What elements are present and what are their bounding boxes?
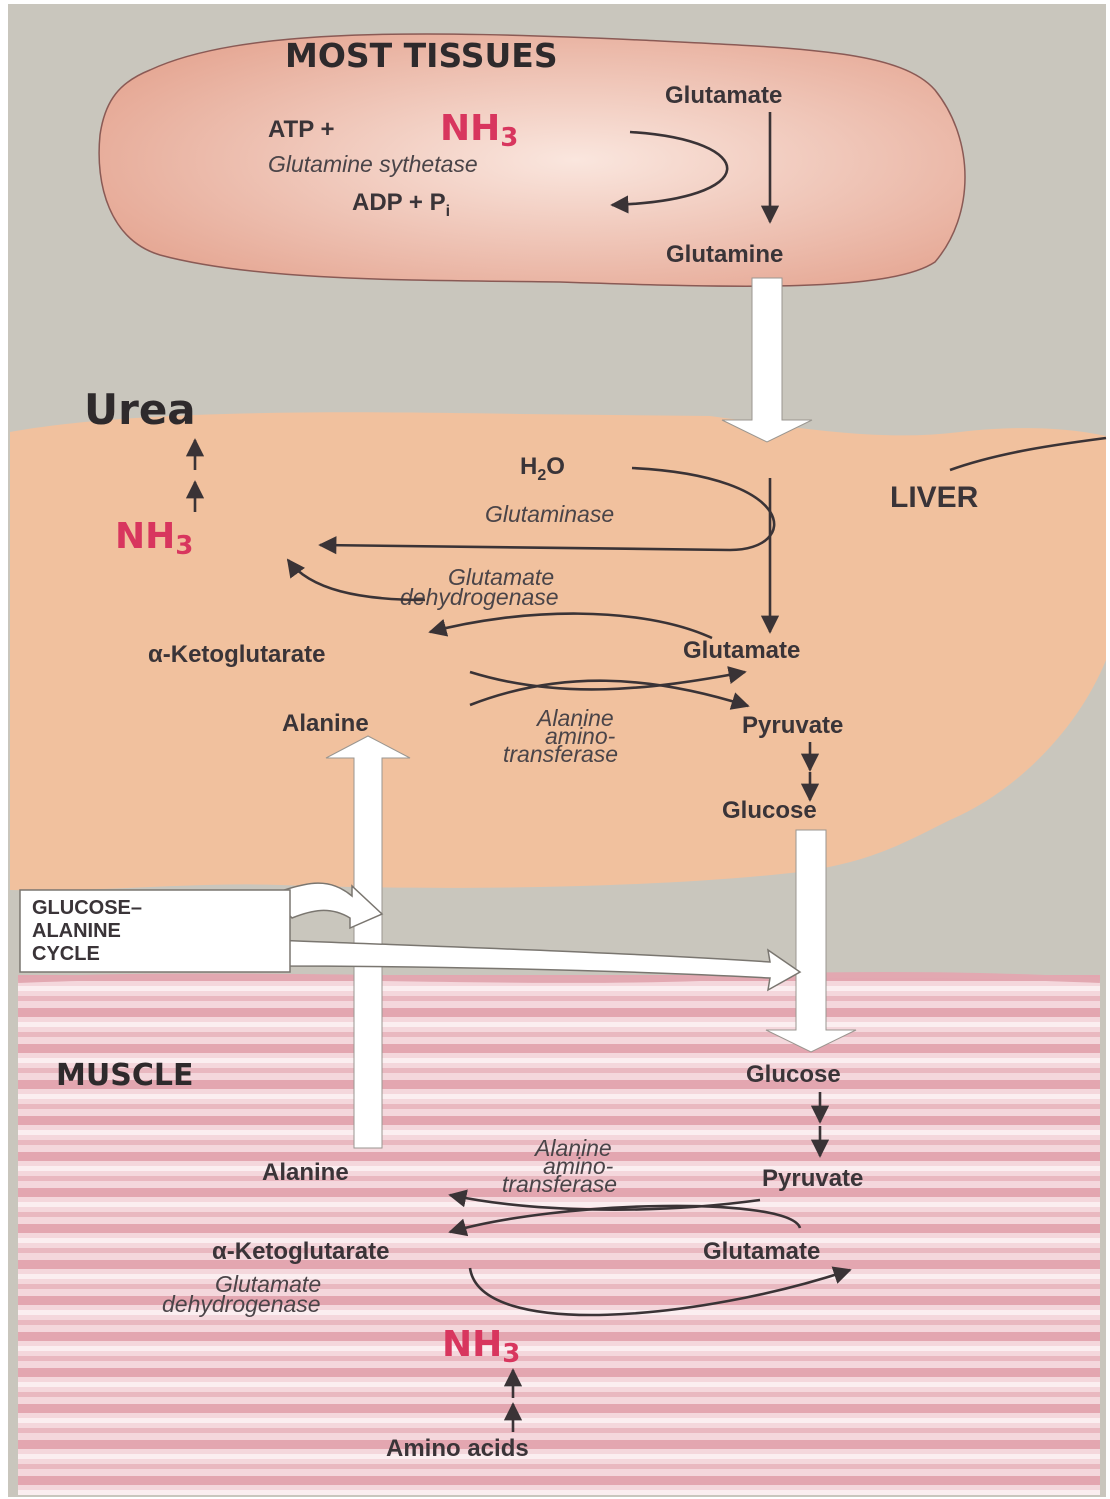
tissue-adp-pi: ADP + Pi [352,189,450,220]
muscle-alanine: Alanine [262,1159,349,1186]
glutamine-synthetase-enzyme: Glutamine sythetase [268,151,478,177]
cycle-label-line3: CYCLE [32,943,100,965]
liver-nh3-sub: 3 [175,531,193,561]
muscle-glutamate: Glutamate [703,1238,820,1265]
muscle-label: MUSCLE [56,1058,193,1093]
muscle-gdh-line2: dehydrogenase [162,1291,321,1317]
glutaminase-enzyme: Glutaminase [485,501,614,527]
liver-pyruvate: Pyruvate [742,712,843,739]
liver-nh3-main: NH [115,516,175,557]
h2o-o: O [546,453,565,480]
liver-glucose: Glucose [722,797,817,824]
tissue-pi-sub: i [446,203,450,220]
most-tissues-title: MOST TISSUES [285,36,558,75]
muscle-nh3-sub: 3 [502,1339,520,1369]
tissue-nh3-main: NH [440,108,500,149]
muscle-pyruvate: Pyruvate [762,1165,863,1192]
tissue-glutamine: Glutamine [666,241,783,268]
liver-gdh-line2: dehydrogenase [400,584,559,610]
urea-label: Urea [84,385,196,434]
liver-glutamate: Glutamate [683,637,800,664]
muscle-nh3-main: NH [442,1324,502,1365]
tissue-nh3-sub: 3 [500,123,518,153]
liver-alanine: Alanine [282,710,369,737]
h2o-h: H [520,453,537,480]
liver-alt-line3: transferase [503,741,618,767]
muscle-region [18,975,1100,1495]
tissue-glutamate: Glutamate [665,82,782,109]
cycle-label-line1: GLUCOSE– [32,897,142,919]
muscle-glucose: Glucose [746,1061,841,1088]
muscle-alt-line3: transferase [502,1171,617,1197]
liver-label: LIVER [890,481,979,514]
tissue-atp-plus: ATP + [268,116,334,143]
muscle-alpha-ketoglutarate: α-Ketoglutarate [212,1238,389,1265]
h2o-sub: 2 [537,467,546,484]
amino-acids-label: Amino acids [386,1435,529,1462]
cycle-label-line2: ALANINE [32,920,121,942]
liver-alpha-ketoglutarate: α-Ketoglutarate [148,641,325,668]
tissue-adp-pi-main: ADP + P [352,189,446,216]
